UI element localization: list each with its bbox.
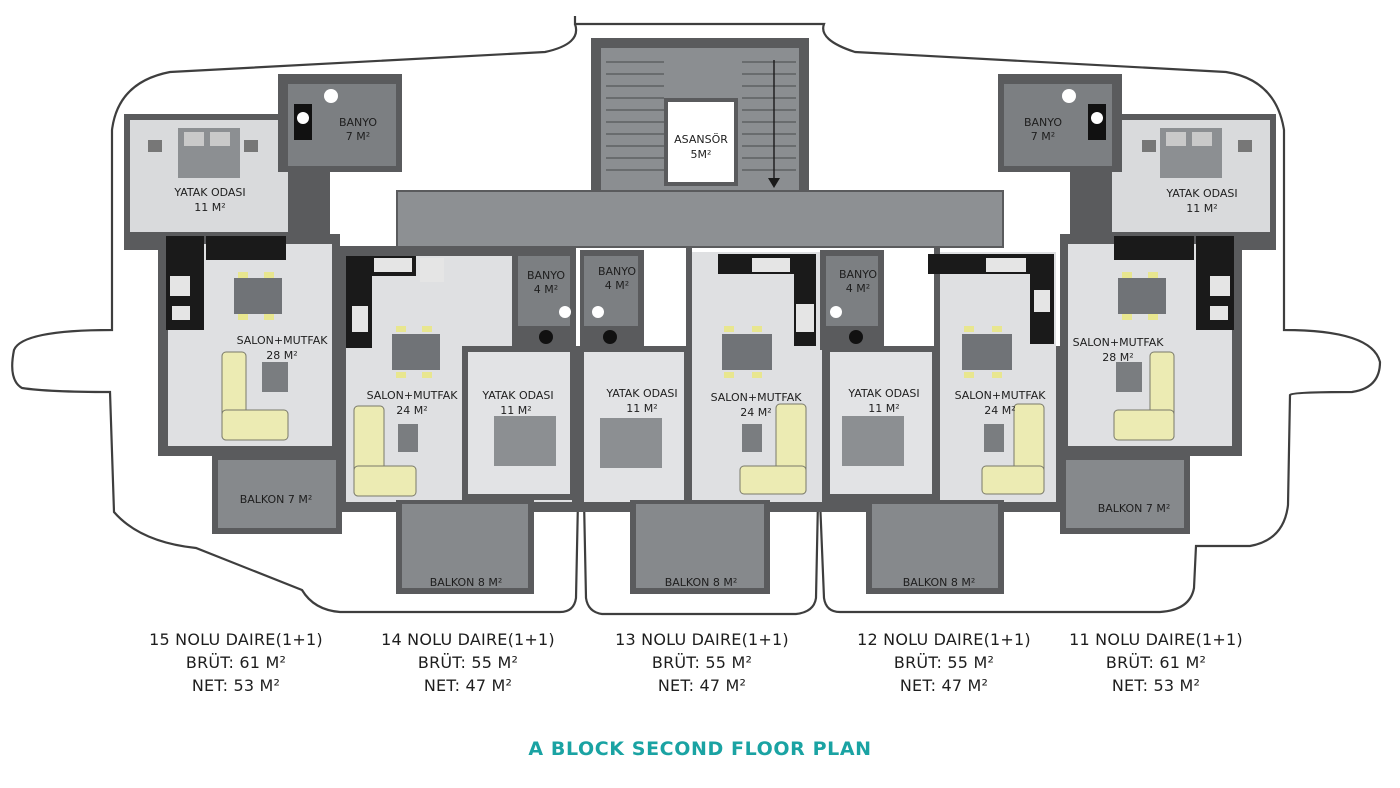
u15-balcony-label: BALKON 7 M² [240,493,313,506]
floor-plan: ASANSÖR 5M² BANYO 7 M² YATAK ODASI 11 M²… [11,16,1382,616]
unit-net-area: NET: 47 M² [423,676,513,695]
unit-13-summary: 13 NOLU DAIRE(1+1) BRÜT: 55 M² NET: 47 M… [582,628,822,697]
u11-bed-label: YATAK ODASI [1165,187,1237,200]
unit-11 [998,74,1276,534]
u11-balcony-label: BALKON 7 M² [1098,502,1171,515]
u12-living-area: 24 M² [984,404,1015,417]
unit-15-summary: 15 NOLU DAIRE(1+1) BRÜT: 61 M² NET: 53 M… [116,628,356,697]
u13-living-area: 24 M² [740,406,771,419]
u14-bed-label: YATAK ODASI [481,389,553,402]
unit-summary: 15 NOLU DAIRE(1+1) BRÜT: 61 M² NET: 53 M… [0,628,1400,708]
unit-12 [820,246,1064,594]
u15-bath-label: BANYO [339,116,377,129]
elevator-label: ASANSÖR [674,133,728,146]
u13-balcony-label: BALKON 8 M² [665,576,738,589]
unit-14 [336,246,576,594]
u11-bath-label: BANYO [1024,116,1062,129]
unit-net-area: NET: 53 M² [1111,676,1201,695]
u13-bath-area: 4 M² [605,279,629,292]
u11-living-label: SALON+MUTFAK [1073,336,1165,349]
unit-name: 13 NOLU DAIRE(1+1) [615,630,789,649]
u13-bed-label: YATAK ODASI [605,387,677,400]
unit-net-area: NET: 47 M² [657,676,747,695]
stair-core [591,38,809,198]
u12-bath-area: 4 M² [846,282,870,295]
u12-bed-label: YATAK ODASI [847,387,919,400]
plan-title: A BLOCK SECOND FLOOR PLAN [528,738,872,760]
unit-13 [576,246,830,594]
unit-gross-area: BRÜT: 55 M² [893,653,995,672]
u13-bed-area: 11 M² [626,402,657,415]
unit-gross-area: BRÜT: 61 M² [185,653,287,672]
elevator-shaft [668,102,734,182]
u14-bed-area: 11 M² [500,404,531,417]
unit-net-area: NET: 53 M² [191,676,281,695]
unit-15 [124,74,402,534]
unit-name: 12 NOLU DAIRE(1+1) [857,630,1031,649]
unit-12-summary: 12 NOLU DAIRE(1+1) BRÜT: 55 M² NET: 47 M… [824,628,1064,697]
u14-living-area: 24 M² [396,404,427,417]
u12-balcony-label: BALKON 8 M² [903,576,976,589]
unit-gross-area: BRÜT: 55 M² [417,653,519,672]
u15-bed-area: 11 M² [194,201,225,214]
u11-bed-area: 11 M² [1186,202,1217,215]
u13-bath-label: BANYO [598,265,636,278]
unit-name: 11 NOLU DAIRE(1+1) [1069,630,1243,649]
u12-bed-area: 11 M² [868,402,899,415]
unit-gross-area: BRÜT: 55 M² [651,653,753,672]
unit-name: 15 NOLU DAIRE(1+1) [149,630,323,649]
u13-living-label: SALON+MUTFAK [711,391,803,404]
u14-living-label: SALON+MUTFAK [367,389,459,402]
unit-11-summary: 11 NOLU DAIRE(1+1) BRÜT: 61 M² NET: 53 M… [1036,628,1276,697]
unit-gross-area: BRÜT: 61 M² [1105,653,1207,672]
u12-bath-label: BANYO [839,268,877,281]
site-outline [11,16,1382,616]
unit-net-area: NET: 47 M² [899,676,989,695]
room-labels: ASANSÖR 5M² BANYO 7 M² YATAK ODASI 11 M²… [173,116,1237,589]
u15-bed-label: YATAK ODASI [173,186,245,199]
u11-bath-area: 7 M² [1031,130,1055,143]
u14-bath-label: BANYO [527,269,565,282]
u11-living-area: 28 M² [1102,351,1133,364]
unit-14-summary: 14 NOLU DAIRE(1+1) BRÜT: 55 M² NET: 47 M… [348,628,588,697]
u14-balcony-label: BALKON 8 M² [430,576,503,589]
corridor [398,192,1002,246]
u15-living-area: 28 M² [266,349,297,362]
u12-living-label: SALON+MUTFAK [955,389,1047,402]
elevator-area: 5M² [691,148,712,161]
u14-bath-area: 4 M² [534,283,558,296]
unit-name: 14 NOLU DAIRE(1+1) [381,630,555,649]
u15-living-label: SALON+MUTFAK [237,334,329,347]
u15-bath-area: 7 M² [346,130,370,143]
